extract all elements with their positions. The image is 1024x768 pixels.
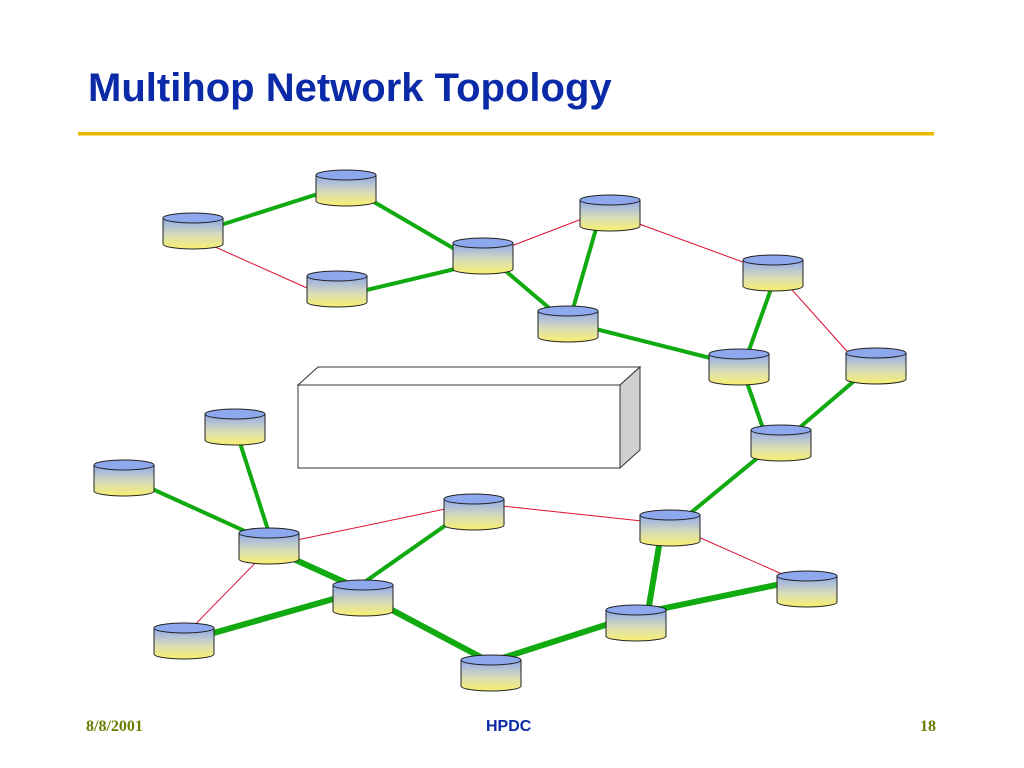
network-node [153, 622, 215, 660]
network-node [579, 194, 641, 232]
network-node [708, 348, 770, 386]
network-node [315, 169, 377, 207]
footer-title: HPDC [486, 718, 532, 735]
network-node [238, 527, 300, 565]
other-link [267, 502, 475, 547]
network-node [776, 570, 838, 608]
route-link [570, 221, 600, 313]
footer-date: 8/8/2001 [86, 718, 143, 735]
network-node [452, 237, 514, 275]
title-divider [78, 132, 934, 136]
footer-page-number: 18 [920, 718, 936, 735]
network-node [204, 408, 266, 446]
slide-title: Multihop Network Topology [88, 66, 612, 110]
network-node [537, 305, 599, 343]
network-nodes [93, 169, 907, 692]
network-node [750, 424, 812, 462]
network-node [443, 493, 505, 531]
network-node [460, 654, 522, 692]
obstacle-box [296, 365, 642, 470]
network-node [605, 604, 667, 642]
other-link [473, 502, 671, 525]
route-link [645, 577, 801, 615]
network-node [332, 579, 394, 617]
network-node [639, 509, 701, 547]
network-node [845, 347, 907, 385]
network-node [162, 212, 224, 250]
route-link [195, 589, 359, 641]
network-node [742, 254, 804, 292]
route-link [238, 442, 272, 537]
network-node [93, 459, 155, 497]
network-topology-diagram [93, 169, 907, 692]
network-node [306, 270, 368, 308]
